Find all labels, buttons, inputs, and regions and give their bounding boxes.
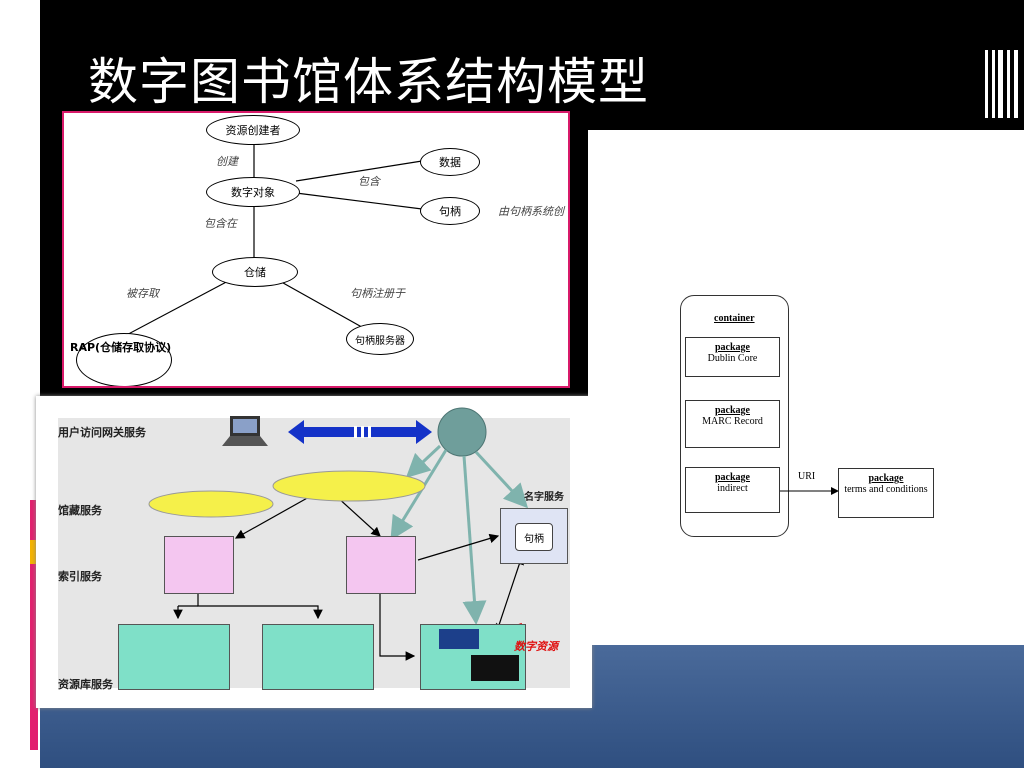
node-data: 数据 [420,148,480,176]
container-label: container [714,313,755,324]
left-accent-bar [30,500,38,750]
node-handle: 句柄 [420,197,480,225]
package-dublin-core: package Dublin Core [685,337,780,377]
package-body: Dublin Core [707,353,758,364]
service-layer-diagram: 用户访问网关服务 馆藏服务 索引服务 资源库服务 句柄 名字服务 数字资源 [36,396,592,708]
row-label-gateway: 用户访问网关服务 [58,426,146,439]
decorative-bars [985,50,1021,118]
repository-box-2 [262,624,374,690]
digital-resource-label: 数字资源 [514,640,558,653]
uri-label: URI [798,471,816,482]
package-body: indirect [717,483,748,494]
package-terms: package terms and conditions [838,468,934,518]
node-handle-server: 句柄服务器 [346,323,414,355]
node-rap-circle [76,333,172,386]
row-label-repository: 资源库服务 [58,678,113,691]
edge-contained-in: 包含在 [204,217,237,230]
repository-box-1 [118,624,230,690]
service-connectors [148,407,529,661]
edge-accessed: 被存取 [126,287,159,300]
edge-contains: 包含 [358,175,380,188]
package-indirect: package indirect [685,467,780,513]
package-body: MARC Record [702,416,763,427]
slide-title: 数字图书馆体系结构模型 [88,53,649,111]
name-service-label: 名字服务 [524,492,564,503]
uri-arrow [780,487,839,495]
name-service-box: 句柄 [500,508,568,564]
repository-box-3 [420,624,526,690]
edge-handle-register: 句柄注册于 [350,287,405,300]
label-rap: RAP(仓储存取协议) [70,341,172,354]
index-box-left [164,536,234,594]
package-head: package [715,405,750,416]
bird-image-icon [439,629,479,649]
left-accent-yellow [30,540,38,564]
laptop-icon [222,416,268,446]
node-resource-creator: 资源创建者 [206,115,300,145]
node-repository: 仓储 [212,257,298,287]
row-label-index: 索引服务 [58,570,102,583]
index-box-right [346,536,416,594]
package-head: package [715,342,750,353]
package-marc-record: package MARC Record [685,400,780,448]
node-digital-object: 数字对象 [206,177,300,207]
row-label-collection: 馆藏服务 [58,504,102,517]
package-head: package [868,473,904,484]
package-body: terms and conditions [844,484,928,495]
package-head: package [715,472,750,483]
edge-handle-system: 由句柄系统创 [498,205,564,218]
edge-create: 创建 [216,155,238,168]
digital-object-diagram: 资源创建者 数字对象 数据 句柄 仓储 句柄服务器 RAP(仓储存取协议) 创建… [62,111,570,388]
artifact-image-icon [471,655,519,681]
container-package-diagram: container package Dublin Core package MA… [588,130,1024,645]
handle-box: 句柄 [515,523,553,551]
